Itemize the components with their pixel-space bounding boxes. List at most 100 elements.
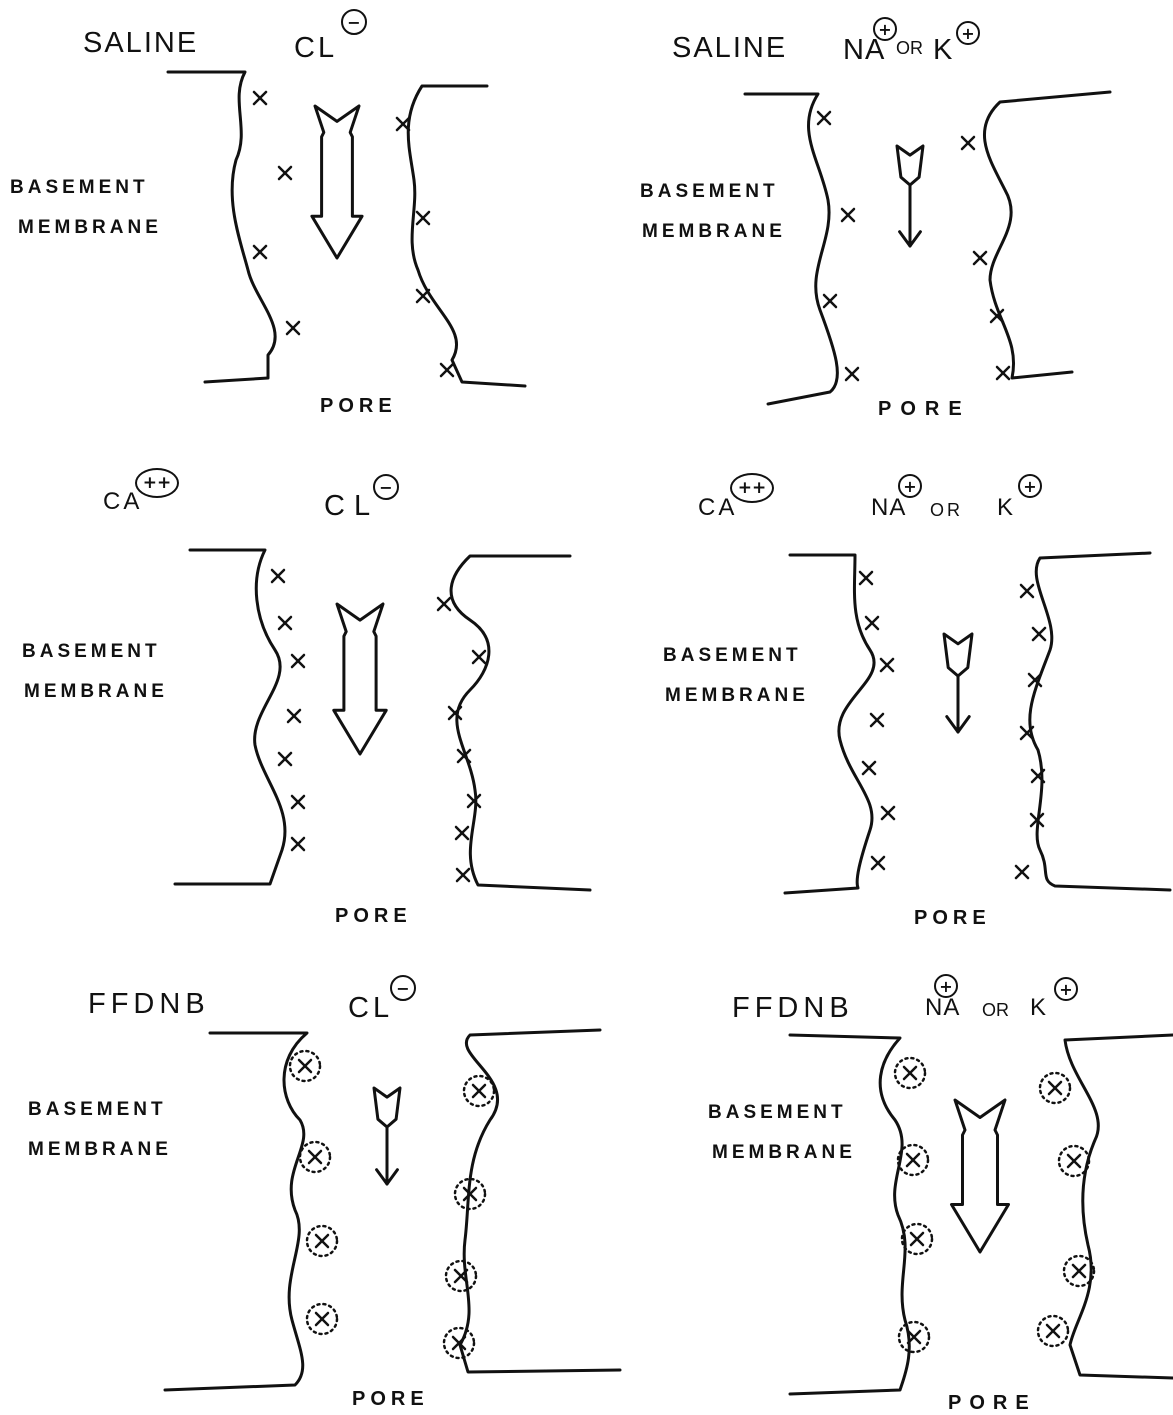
charge-mark <box>846 368 858 380</box>
pore-wall-left <box>168 72 275 382</box>
charge-mark <box>962 137 974 149</box>
or-connector: OR <box>930 500 963 521</box>
charge-mark <box>818 112 830 124</box>
pore-label: PORE <box>878 398 971 421</box>
charge-mark <box>292 838 304 850</box>
ion-charge-badge: − <box>373 474 399 500</box>
pore-label: PORE <box>914 907 991 930</box>
ion-label-2: K <box>997 494 1016 522</box>
charge-mark <box>881 659 893 671</box>
pore-wall-right <box>1030 553 1170 890</box>
pore-wall-right <box>408 86 525 386</box>
charge-mark <box>254 246 266 258</box>
ion-charge-badge: + <box>956 21 980 45</box>
pore-label: PORE <box>948 1392 1037 1415</box>
ion-label: CL <box>324 490 379 523</box>
flow-arrow <box>334 604 386 754</box>
ion-charge-badge: + <box>934 974 958 998</box>
charge-mark <box>1016 866 1028 878</box>
pore-wall-left <box>785 555 874 893</box>
pore-label: PORE <box>320 395 397 418</box>
charge-mark <box>457 869 469 881</box>
pore-wall-left <box>790 1035 909 1394</box>
condition-label: SALINE <box>672 32 787 65</box>
pore-label: PORE <box>335 905 412 928</box>
charge-mark <box>860 572 872 584</box>
charge-mark <box>441 364 453 376</box>
condition-charge-badge: ++ <box>135 468 179 498</box>
ion-charge-badge: + <box>1018 474 1042 498</box>
ion-label: NA <box>925 994 960 1022</box>
charge-mark <box>842 209 854 221</box>
ringed-charge-mark <box>895 1058 925 1088</box>
charge-mark <box>272 570 284 582</box>
condition-label: CA <box>103 488 142 516</box>
pore-wall-left <box>175 550 285 884</box>
charge-mark <box>863 762 875 774</box>
ringed-charge-mark <box>290 1051 320 1081</box>
charge-mark <box>473 651 485 663</box>
flow-arrow <box>312 106 362 258</box>
charge-mark <box>882 807 894 819</box>
ion-label: CL <box>348 992 393 1025</box>
charge-mark <box>824 295 836 307</box>
ringed-charge-mark <box>1038 1316 1068 1346</box>
charge-mark <box>438 598 450 610</box>
pore-wall-left <box>165 1033 307 1390</box>
charge-mark <box>1021 585 1033 597</box>
or-connector: OR <box>982 1000 1009 1021</box>
ion-charge-badge: + <box>1054 977 1078 1001</box>
ringed-charge-mark <box>902 1224 932 1254</box>
pore-wall-right <box>451 556 590 890</box>
charge-mark <box>974 252 986 264</box>
ion-charge-badge: − <box>390 975 416 1001</box>
ion-charge-badge: − <box>341 9 367 35</box>
ion-label-2: K <box>1030 994 1049 1022</box>
charge-mark <box>288 710 300 722</box>
charge-mark <box>292 655 304 667</box>
flow-arrow <box>897 146 923 246</box>
charge-mark <box>417 212 429 224</box>
pore-wall-right <box>984 92 1110 378</box>
charge-mark <box>279 167 291 179</box>
ion-charge-badge: + <box>898 474 922 498</box>
ringed-charge-mark <box>446 1261 476 1291</box>
basement-membrane-label: BASEMENTMEMBRANE <box>663 636 809 716</box>
charge-mark <box>872 857 884 869</box>
ion-label: NA <box>871 494 906 522</box>
charge-mark <box>449 707 461 719</box>
flow-arrow <box>944 634 972 732</box>
pore-label: PORE <box>352 1388 429 1411</box>
condition-charge-badge: ++ <box>730 473 774 503</box>
ringed-charge-mark <box>307 1226 337 1256</box>
charge-mark <box>997 367 1009 379</box>
condition-label: CA <box>698 494 737 522</box>
condition-label: FFDNB <box>732 992 854 1025</box>
charge-mark <box>292 796 304 808</box>
ion-label: CL <box>294 32 337 65</box>
ringed-charge-mark <box>444 1328 474 1358</box>
charge-mark <box>279 753 291 765</box>
charge-mark <box>1033 628 1045 640</box>
or-connector: OR <box>896 38 923 59</box>
condition-label: FFDNB <box>88 988 210 1021</box>
ion-charge-badge: + <box>873 17 897 41</box>
charge-mark <box>279 617 291 629</box>
charge-mark <box>866 617 878 629</box>
ringed-charge-mark <box>899 1322 929 1352</box>
ringed-charge-mark <box>300 1142 330 1172</box>
charge-mark <box>417 290 429 302</box>
charge-mark <box>287 322 299 334</box>
condition-label: SALINE <box>83 27 198 60</box>
flow-arrow <box>952 1100 1009 1252</box>
pore-wall-right <box>1065 1035 1173 1378</box>
ringed-charge-mark <box>307 1304 337 1334</box>
ringed-charge-mark <box>1040 1073 1070 1103</box>
